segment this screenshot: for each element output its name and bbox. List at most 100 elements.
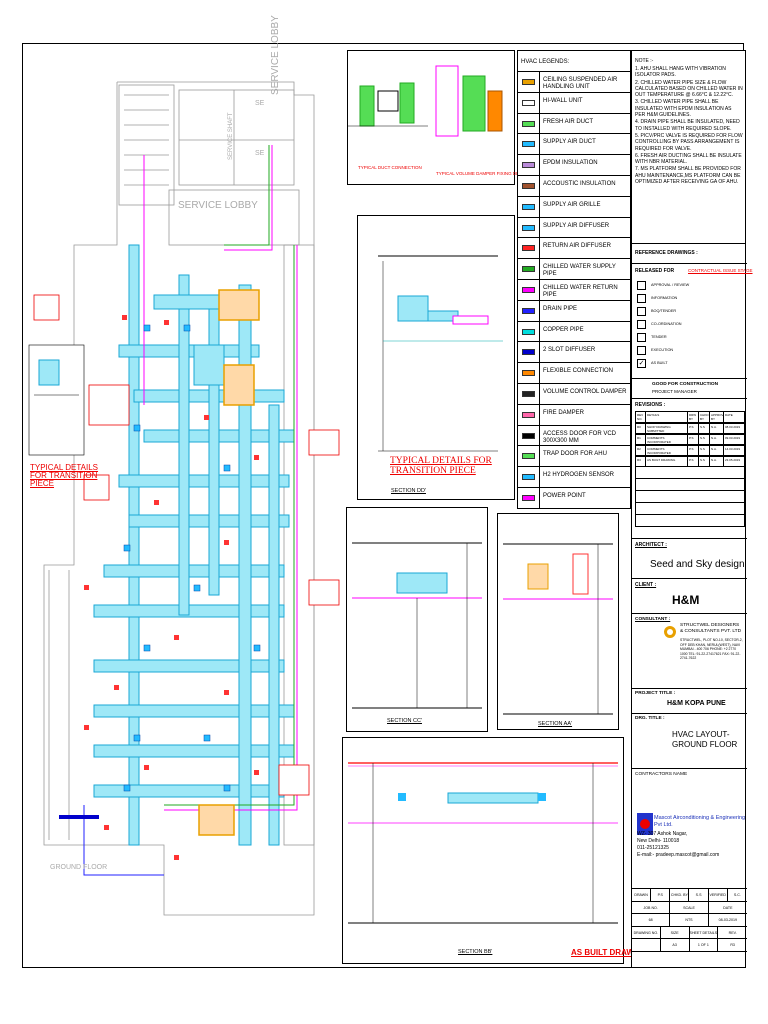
- legend-item-label: SUPPLY AIR GRILLE: [543, 201, 601, 208]
- drg-title-line-1: HVAC LAYOUT-: [672, 730, 730, 739]
- legend-symbol-icon: [518, 155, 540, 175]
- legend-item-label: DRAIN PIPE: [543, 305, 578, 312]
- rev-cell: P.S: [688, 435, 699, 444]
- section-aa-label: SECTION AA': [538, 721, 573, 727]
- legend-item: COPPER PIPE: [518, 321, 632, 343]
- contractual-issue-label: CONTRACTUAL ISSUE STAGE: [688, 268, 753, 273]
- meta-cell: REV.: [728, 931, 737, 935]
- legend-item-label: TRAP DOOR FOR AHU: [543, 451, 607, 458]
- section-dd-label: SECTION DD': [391, 488, 426, 494]
- legend-symbol-icon: [518, 425, 540, 446]
- meta-cell: DRAWING NO.: [632, 927, 661, 938]
- notes-list: 1. AHU SHALL HANG WITH VIBRATION ISOLATO…: [635, 66, 743, 186]
- meta-cell: NTS: [670, 914, 709, 926]
- rev-empty-row: [635, 503, 745, 515]
- meta-cell: SCALE: [670, 902, 709, 913]
- legend-item: VOLUME CONTROL DAMPER: [518, 384, 632, 405]
- meta-cell: JOB NO.: [632, 902, 671, 913]
- legend-item-label: SUPPLY AIR DUCT: [543, 139, 596, 146]
- legend-symbol-icon: [518, 196, 540, 217]
- legend-symbol-icon: [518, 467, 540, 487]
- release-item-label: CO-ORDINATION: [651, 322, 682, 326]
- rev-cell: CHKD BY: [700, 412, 710, 422]
- legend-item-label: CHILLED WATER SUPPLY PIPE: [543, 264, 616, 278]
- rev-cell: AS BUILT DRAWING: [646, 457, 688, 466]
- meta-row-job-headers: JOB NO.SCALE DATE: [632, 902, 747, 914]
- release-item: CO-ORDINATION: [637, 319, 742, 332]
- release-checkbox[interactable]: [637, 307, 646, 316]
- reference-drawings-row: REFERENCE DRAWINGS :: [632, 244, 747, 264]
- service-lobby-label-vertical: SERVICE LOBBY: [270, 15, 281, 95]
- legend-item: FLEXIBLE CONNECTION: [518, 363, 632, 384]
- rev-cell: N.A.: [710, 424, 724, 433]
- meta-cell: S.S: [690, 889, 709, 901]
- contractor-phone: 011-25121325: [637, 845, 669, 851]
- rev-cell: S.S: [699, 446, 710, 455]
- release-item: ✓AS BUILT: [637, 358, 742, 371]
- meta-cell: 1 OF 1: [690, 939, 719, 951]
- project-title: H&M KOPA PUNE: [667, 700, 726, 707]
- release-checkbox[interactable]: [637, 333, 646, 342]
- meta-cell: 68: [632, 914, 671, 926]
- rev-cell: P.S: [688, 424, 699, 433]
- meta-cell: SHEET DETAILS: [690, 927, 719, 938]
- release-item: TENDER: [637, 332, 742, 345]
- note-item: 1. AHU SHALL HANG WITH VIBRATION ISOLATO…: [635, 66, 726, 79]
- release-checkbox[interactable]: [637, 281, 646, 290]
- legend-symbol-icon: [518, 363, 540, 383]
- section-aa-drawing: [503, 543, 613, 715]
- legend-item: EPDM INSULATION: [518, 155, 632, 176]
- meta-cell: DATE: [723, 906, 733, 910]
- rev-cell: DATE: [725, 413, 733, 417]
- section-bb-label: SECTION BB': [458, 949, 493, 955]
- meta-cell: [632, 939, 661, 951]
- drg-title-label: DRG. TITLE :: [635, 716, 665, 721]
- floor-plan: [28, 81, 340, 916]
- title-block: REFERENCE DRAWINGS : RELEASED FOR CONTRA…: [631, 244, 753, 968]
- legend-item: SUPPLY AIR DIFFUSER: [518, 217, 632, 239]
- typical-details-plan-title: TYPICAL DETAILS FOR TRANSITION PIECE: [30, 463, 99, 488]
- floor-label: GROUND FLOOR: [50, 864, 108, 871]
- legend-item-label: 2 SLOT DIFFUSER: [543, 347, 596, 354]
- release-checkbox[interactable]: ✓: [637, 359, 646, 368]
- legend-symbol-icon: [518, 113, 540, 134]
- transition-detail-drawing: [378, 255, 503, 452]
- note-item: 5. PICV/PRC VALVE IS REQUIRED FOR FLOW C…: [635, 132, 743, 152]
- consultant-address: STRUCTWEL, PLOT NO-10, SECTOR-2, OFF DEB…: [680, 638, 743, 661]
- meta-cell: S.C.: [733, 893, 741, 897]
- rev-empty-row: [635, 515, 745, 527]
- legend-item: HI-WALL UNIT: [518, 92, 632, 114]
- release-item: EXECUTION: [637, 345, 742, 358]
- legend-item-label: FRESH AIR DUCT: [543, 118, 594, 125]
- release-checkbox[interactable]: [637, 320, 646, 329]
- legend-item-label: CHILLED WATER RETURN PIPE: [543, 285, 618, 298]
- release-checkbox[interactable]: [637, 346, 646, 355]
- as-built-label: AS BUILT DRAWING: [571, 948, 649, 957]
- project-title-label: PROJECT TITLE :: [635, 691, 676, 696]
- reference-drawings-label: REFERENCE DRAWINGS :: [635, 250, 698, 256]
- legend-symbol-icon: [518, 72, 540, 92]
- rev-cell: S.S: [699, 424, 710, 433]
- duct-connection-drawing: [348, 65, 503, 137]
- rev-cell: N.A.: [710, 435, 724, 444]
- note-item: 3. CHILLED WATER PIPE SHALL BE INSULATED…: [635, 99, 732, 119]
- architect-name: Seed and Sky design: [650, 559, 745, 570]
- legend-item-label: H2 HYDROGEN SENSOR: [543, 472, 615, 479]
- legend-item: FRESH AIR DUCT: [518, 113, 632, 135]
- contractor-name: Mascot Airconditioning & Engineering Pvt…: [654, 815, 746, 828]
- legend-item: SUPPLY AIR DUCT: [518, 134, 632, 156]
- section-bb-drawing: [348, 762, 618, 924]
- legend-item-label: VOLUME CONTROL DAMPER: [543, 389, 627, 395]
- rev-cell: S.S: [699, 457, 710, 466]
- rev-cell: DETAILS: [646, 412, 688, 422]
- rev-empty-row: [635, 467, 745, 479]
- legend-item-label: RETURN AIR DIFFUSER: [543, 243, 612, 250]
- drg-title-line-2: GROUND FLOOR: [672, 740, 738, 749]
- consultant-row: CONSULTANT : STRUCTWEL DESIGNERS & CONSU…: [632, 614, 747, 689]
- rev-cell: P.S: [688, 457, 699, 466]
- release-checkbox[interactable]: [637, 294, 646, 303]
- legend-item: POWER POINT: [518, 488, 632, 509]
